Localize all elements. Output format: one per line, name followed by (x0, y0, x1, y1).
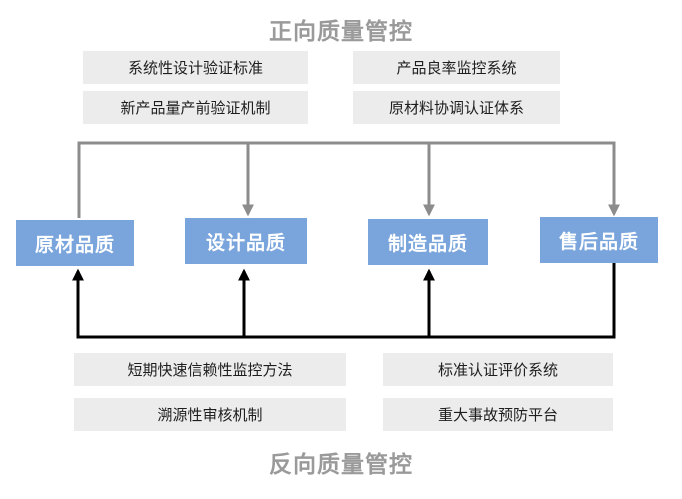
forward-item-pre-production-verification: 新产品量产前验证机制 (83, 91, 308, 124)
forward-item-yield-monitoring: 产品良率监控系统 (353, 51, 560, 84)
reverse-flow (72, 262, 616, 339)
forward-item-material-certification: 原材料协调认证体系 (353, 91, 560, 124)
forward-item-system-design-verification: 系统性设计验证标准 (83, 51, 308, 84)
stage-manufacturing-quality: 制造品质 (368, 219, 488, 265)
forward-control-title: 正向质量管控 (269, 19, 413, 45)
stage-after-sales-quality: 售后品质 (540, 217, 658, 263)
forward-flow-line (77, 141, 620, 218)
reverse-flow-line (72, 262, 616, 339)
forward-flow (77, 141, 620, 218)
stage-design-quality: 设计品质 (185, 218, 307, 264)
reverse-item-reliability-monitoring: 短期快速信赖性监控方法 (74, 353, 346, 386)
stage-raw-material-quality: 原材品质 (16, 220, 134, 266)
reverse-item-certification-evaluation: 标准认证评价系统 (383, 353, 613, 386)
reverse-item-accident-prevention: 重大事故预防平台 (383, 398, 613, 431)
reverse-item-traceability-audit: 溯源性审核机制 (74, 398, 346, 431)
reverse-control-title: 反向质量管控 (269, 452, 413, 478)
